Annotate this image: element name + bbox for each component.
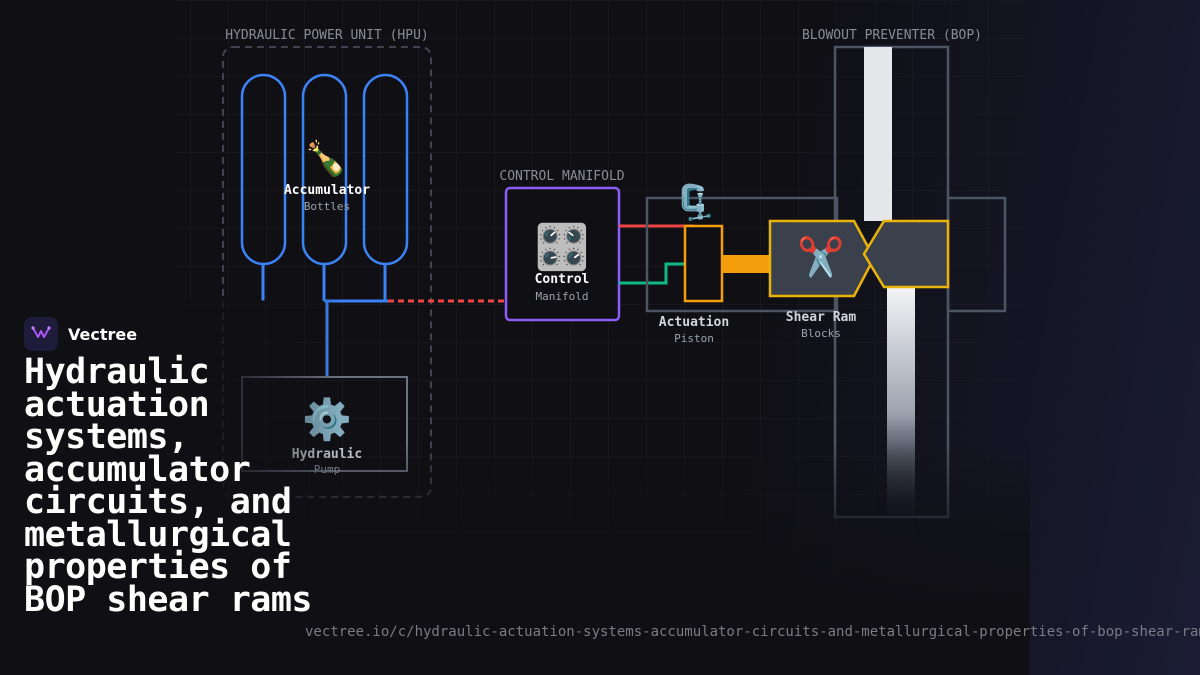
piston-rod bbox=[722, 255, 770, 273]
clamp-icon: 🗜️ bbox=[674, 183, 716, 223]
bop-section-label: BLOWOUT PREVENTER (BOP) bbox=[802, 28, 982, 43]
bottle-icon: 🍾 bbox=[305, 139, 347, 179]
shear-ram-subtitle: Blocks bbox=[801, 327, 841, 340]
drill-pipe-lower bbox=[887, 287, 915, 517]
page-title: Hydraulic actuation systems, accumulator… bbox=[24, 352, 313, 620]
manifold-title: Control bbox=[535, 272, 590, 287]
manifold-section-label: CONTROL MANIFOLD bbox=[499, 169, 624, 184]
left-shear-ram-block bbox=[768, 219, 876, 298]
brand-name: Vectree bbox=[68, 324, 138, 344]
return-line bbox=[619, 262, 694, 285]
actuation-piston bbox=[683, 224, 724, 303]
control-knobs-icon: 🎛️ bbox=[535, 222, 590, 273]
manifold-subtitle: Manifold bbox=[536, 290, 589, 303]
control-manifold-box bbox=[504, 186, 621, 322]
scissors-icon: ✂️ bbox=[797, 234, 844, 279]
right-shear-ram-block bbox=[862, 219, 950, 289]
piston-subtitle: Piston bbox=[674, 332, 714, 345]
drill-pipe-upper bbox=[864, 47, 892, 221]
brand[interactable]: Vectree bbox=[24, 317, 137, 351]
piston-title: Actuation bbox=[659, 315, 729, 330]
accumulator-title: Accumulator bbox=[284, 183, 370, 198]
page-url[interactable]: vectree.io/c/hydraulic-actuation-systems… bbox=[305, 624, 1200, 640]
vectree-logo-icon bbox=[24, 317, 58, 351]
accumulator-subtitle: Bottles bbox=[304, 200, 350, 213]
hpu-section-label: HYDRAULIC POWER UNIT (HPU) bbox=[225, 28, 429, 43]
shear-ram-title: Shear Ram bbox=[786, 310, 857, 325]
